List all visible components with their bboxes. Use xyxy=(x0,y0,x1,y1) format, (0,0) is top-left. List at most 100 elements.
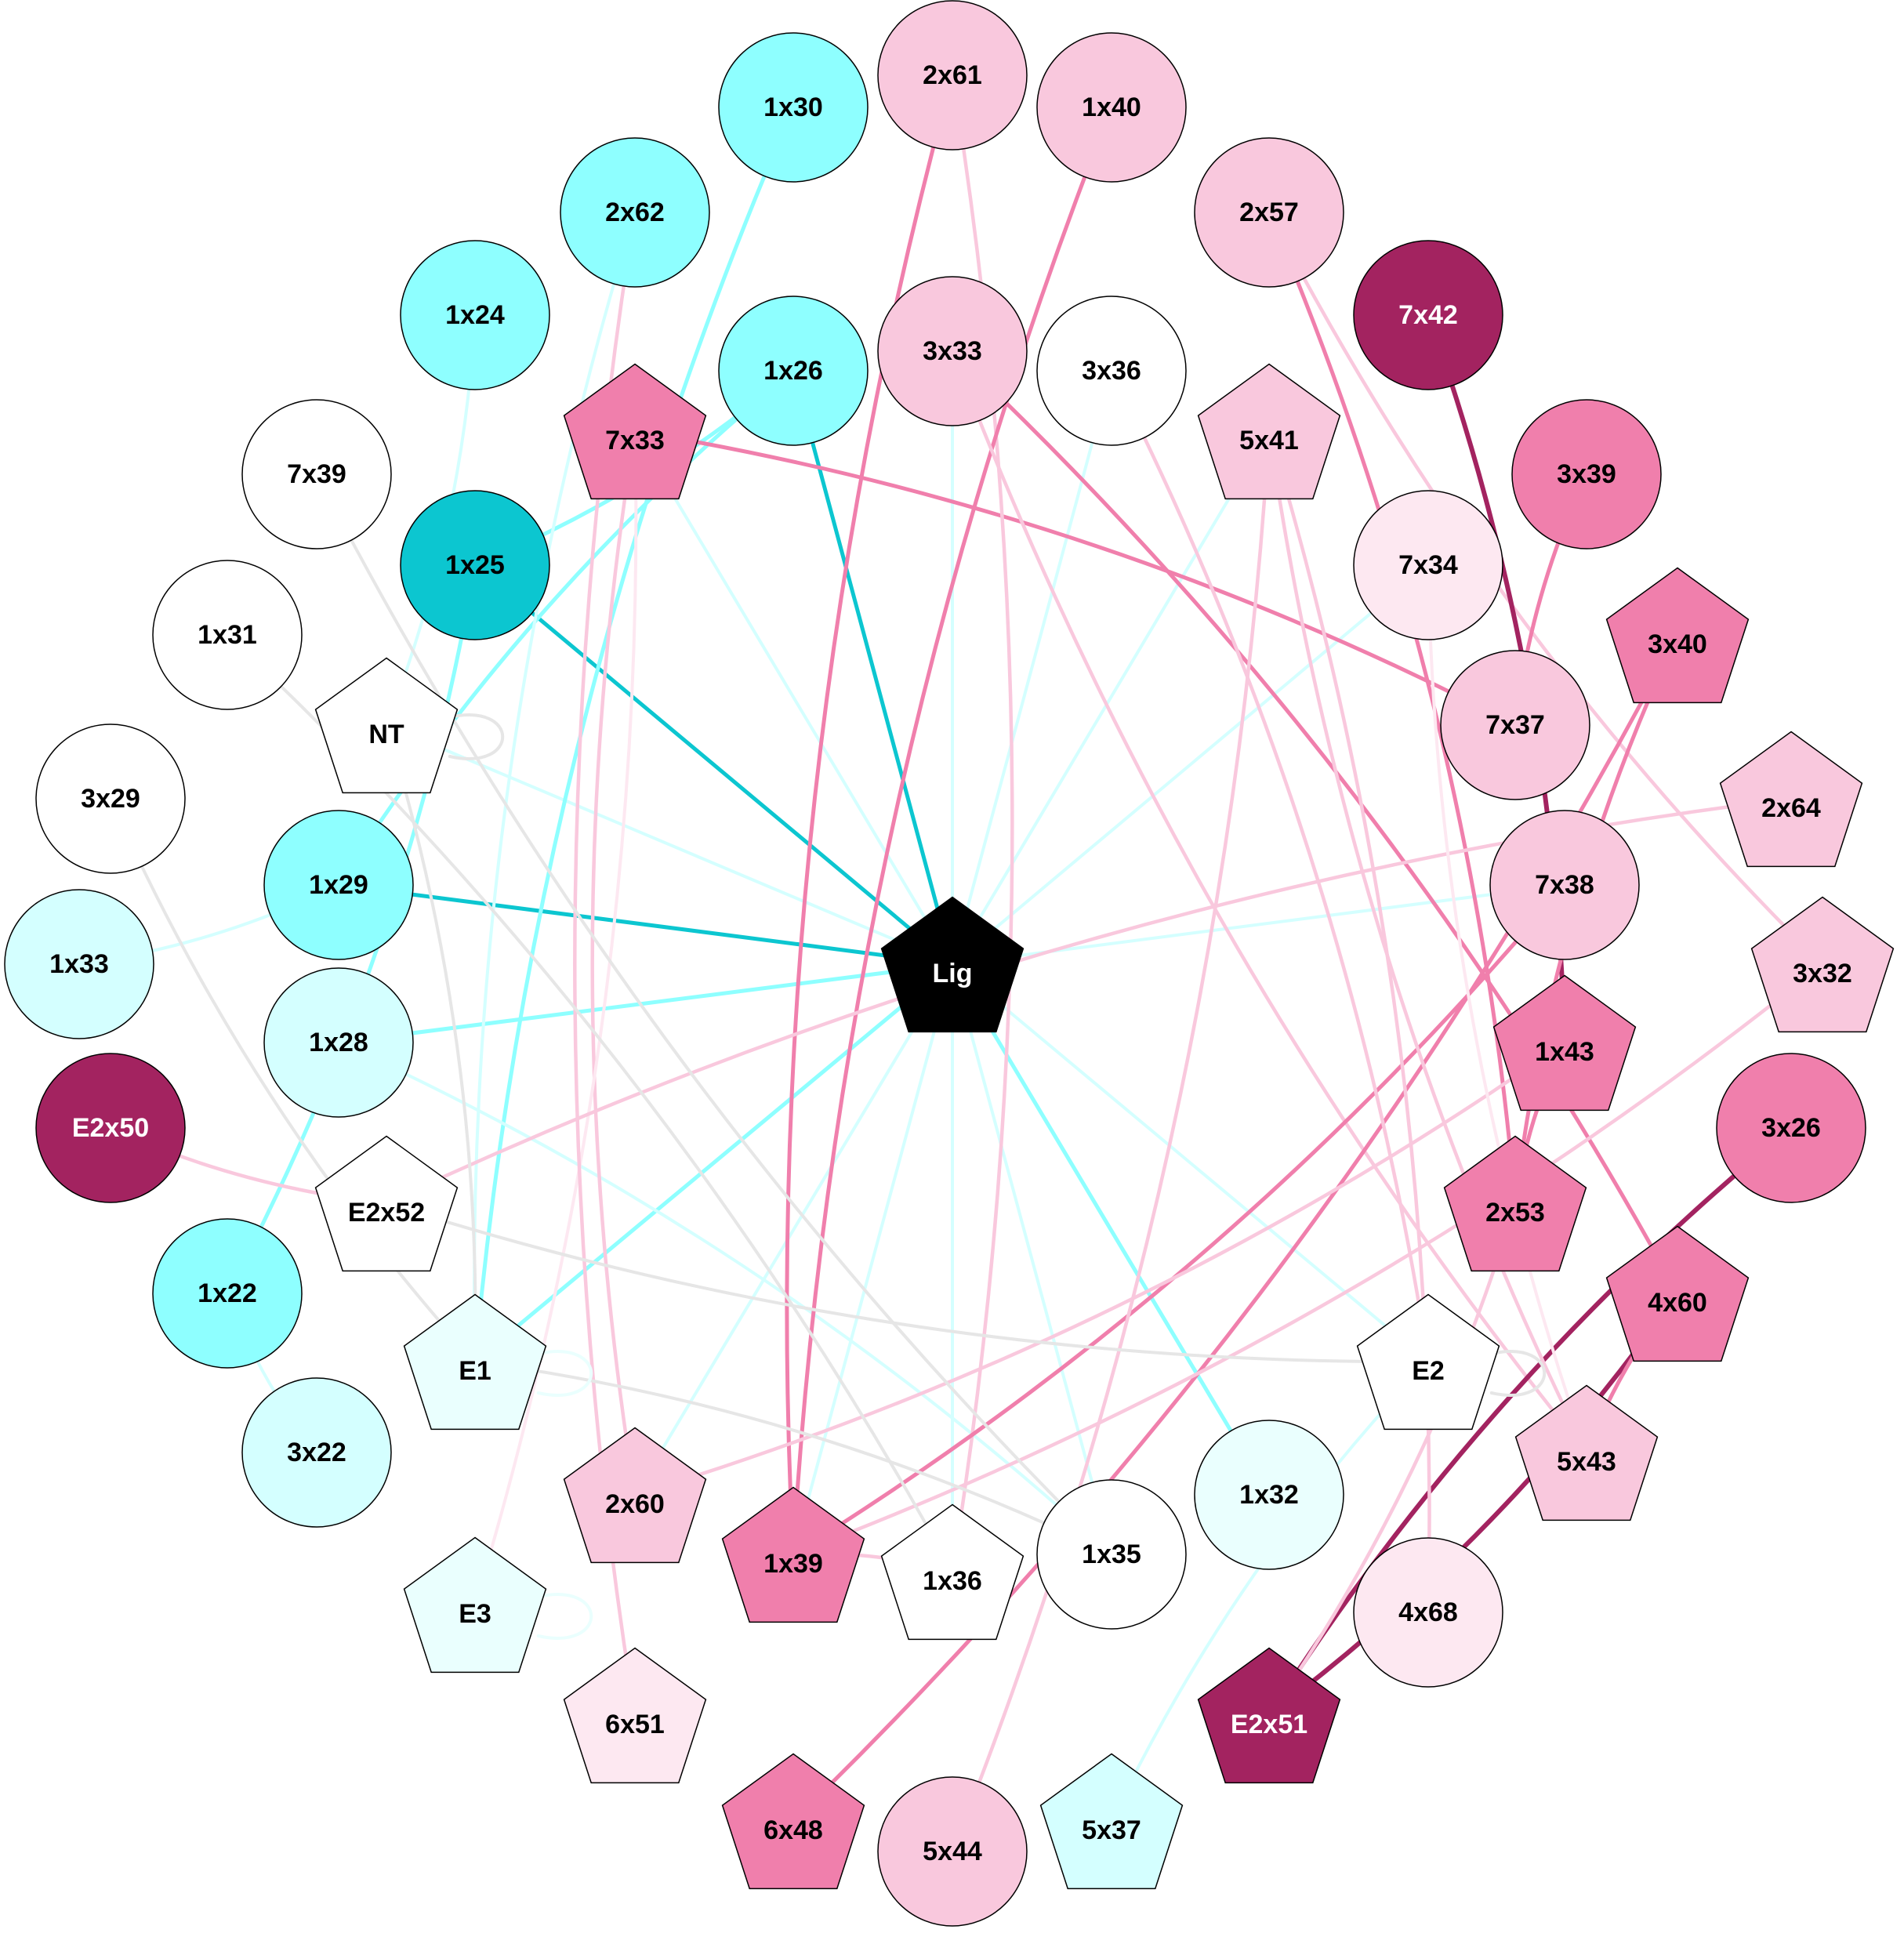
node-shape-7x39 xyxy=(241,399,392,549)
node-shape-3x40 xyxy=(1605,567,1750,704)
node-shape-E2x50 xyxy=(35,1053,186,1203)
node-label-3x39: 3x39 xyxy=(1557,459,1616,489)
node-shape-6x48 xyxy=(721,1753,865,1890)
node-shape-7x37 xyxy=(1440,650,1590,800)
node-shape-7x34 xyxy=(1353,490,1503,640)
edge-2x57-3x32 xyxy=(1267,210,1825,966)
node-label-1x30: 1x30 xyxy=(763,92,823,122)
node-7x42: 7x42 xyxy=(1353,240,1503,390)
node-shape-1x24 xyxy=(400,240,550,390)
node-1x40: 1x40 xyxy=(1036,32,1187,183)
node-label-3x29: 3x29 xyxy=(81,784,140,814)
edge-7x39-1x35 xyxy=(315,473,1113,1556)
edge-Lig-7x34 xyxy=(951,564,1430,966)
node-label-1x43: 1x43 xyxy=(1535,1037,1594,1067)
self-loop-NT xyxy=(448,713,505,760)
node-shape-1x32 xyxy=(1194,1420,1344,1570)
node-label-5x37: 5x37 xyxy=(1082,1815,1141,1845)
edge-E2-5x37 xyxy=(1110,1360,1430,1822)
node-2x62: 2x62 xyxy=(560,137,710,288)
edge-7x33-7x37 xyxy=(633,429,1518,727)
node-2x60: 2x60 xyxy=(563,1427,707,1564)
edge-E2x52-E2 xyxy=(385,1202,1430,1364)
edge-1x40-1x39 xyxy=(791,105,1114,1557)
node-Lig: Lig xyxy=(880,896,1025,1033)
node-shape-2x62 xyxy=(560,137,710,288)
node-5x43: 5x43 xyxy=(1514,1384,1659,1521)
node-shape-1x26 xyxy=(718,296,869,446)
node-shape-5x37 xyxy=(1039,1753,1184,1890)
edge-Lig-7x33 xyxy=(633,430,954,966)
node-E2: E2 xyxy=(1356,1293,1500,1431)
edge-3x29-E1 xyxy=(109,797,477,1363)
edge-7x34-5x43 xyxy=(1427,564,1588,1454)
node-shape-1x29 xyxy=(263,810,414,960)
node-shape-7x33 xyxy=(563,363,707,500)
node-1x29: 1x29 xyxy=(263,810,414,960)
node-shape-2x64 xyxy=(1719,731,1863,868)
node-shape-7x42 xyxy=(1353,240,1503,390)
edge-1x30-E1 xyxy=(473,105,796,1364)
node-shape-1x28 xyxy=(263,967,414,1118)
self-loop-E2 xyxy=(1489,1350,1547,1397)
node-2x61: 2x61 xyxy=(877,0,1028,151)
node-shape-2x53 xyxy=(1443,1135,1587,1272)
node-label-E2x51: E2x51 xyxy=(1231,1710,1307,1739)
node-shape-3x39 xyxy=(1511,399,1662,549)
edge-Lig-E1 xyxy=(473,962,955,1364)
node-shape-E2x52 xyxy=(314,1135,459,1272)
edge-Lig-1x25 xyxy=(473,563,955,966)
node-2x57: 2x57 xyxy=(1194,137,1344,288)
edge-Lig-E2 xyxy=(951,963,1430,1363)
node-E1: E1 xyxy=(403,1293,547,1431)
node-label-1x32: 1x32 xyxy=(1239,1480,1299,1510)
node-shape-3x32 xyxy=(1750,896,1895,1033)
node-label-E2x50: E2x50 xyxy=(72,1113,149,1143)
node-shape-1x30 xyxy=(718,32,869,183)
node-3x32: 3x32 xyxy=(1750,896,1895,1033)
node-label-6x48: 6x48 xyxy=(763,1815,823,1845)
node-shape-7x38 xyxy=(1489,810,1640,960)
node-3x33: 3x33 xyxy=(877,276,1028,426)
edge-3x33-5x43 xyxy=(950,349,1589,1455)
node-1x32: 1x32 xyxy=(1194,1420,1344,1570)
node-shape-4x60 xyxy=(1605,1225,1750,1362)
edge-7x38-1x39 xyxy=(791,883,1567,1557)
node-4x60: 4x60 xyxy=(1605,1225,1750,1362)
node-1x36: 1x36 xyxy=(880,1503,1025,1641)
node-shape-1x36 xyxy=(880,1503,1025,1641)
node-label-3x32: 3x32 xyxy=(1793,959,1852,988)
node-shape-3x36 xyxy=(1036,296,1187,446)
node-7x37: 7x37 xyxy=(1440,650,1590,800)
node-shape-2x57 xyxy=(1194,137,1344,288)
edge-Lig-1x29 xyxy=(336,883,955,966)
node-label-3x33: 3x33 xyxy=(923,336,982,366)
node-shape-2x60 xyxy=(563,1427,707,1564)
node-1x33: 1x33 xyxy=(4,889,154,1039)
edge-1x43-2x60 xyxy=(633,1040,1567,1497)
self-loop-E1 xyxy=(536,1350,593,1397)
node-E2x50: E2x50 xyxy=(35,1053,186,1203)
node-label-E2x52: E2x52 xyxy=(348,1198,425,1228)
node-label-1x22: 1x22 xyxy=(198,1278,257,1308)
node-1x26: 1x26 xyxy=(718,296,869,446)
node-label-7x38: 7x38 xyxy=(1535,870,1594,900)
node-3x40: 3x40 xyxy=(1605,567,1750,704)
node-E2x52: E2x52 xyxy=(314,1135,459,1272)
node-shape-5x43 xyxy=(1514,1384,1659,1521)
node-shape-1x25 xyxy=(400,490,550,640)
node-3x22: 3x22 xyxy=(241,1377,392,1528)
node-label-E2: E2 xyxy=(1412,1356,1445,1386)
node-7x39: 7x39 xyxy=(241,399,392,549)
node-shape-E2x51 xyxy=(1197,1647,1341,1784)
node-label-2x61: 2x61 xyxy=(923,60,982,90)
node-shape-3x33 xyxy=(877,276,1028,426)
edge-Lig-3x36 xyxy=(951,369,1113,966)
edge-Lig-1x26 xyxy=(791,368,955,966)
node-7x34: 7x34 xyxy=(1353,490,1503,640)
node-label-4x68: 4x68 xyxy=(1398,1598,1458,1627)
node-1x31: 1x31 xyxy=(152,560,303,710)
node-6x48: 6x48 xyxy=(721,1753,865,1890)
node-shape-1x39 xyxy=(721,1486,865,1623)
node-5x37: 5x37 xyxy=(1039,1753,1184,1890)
